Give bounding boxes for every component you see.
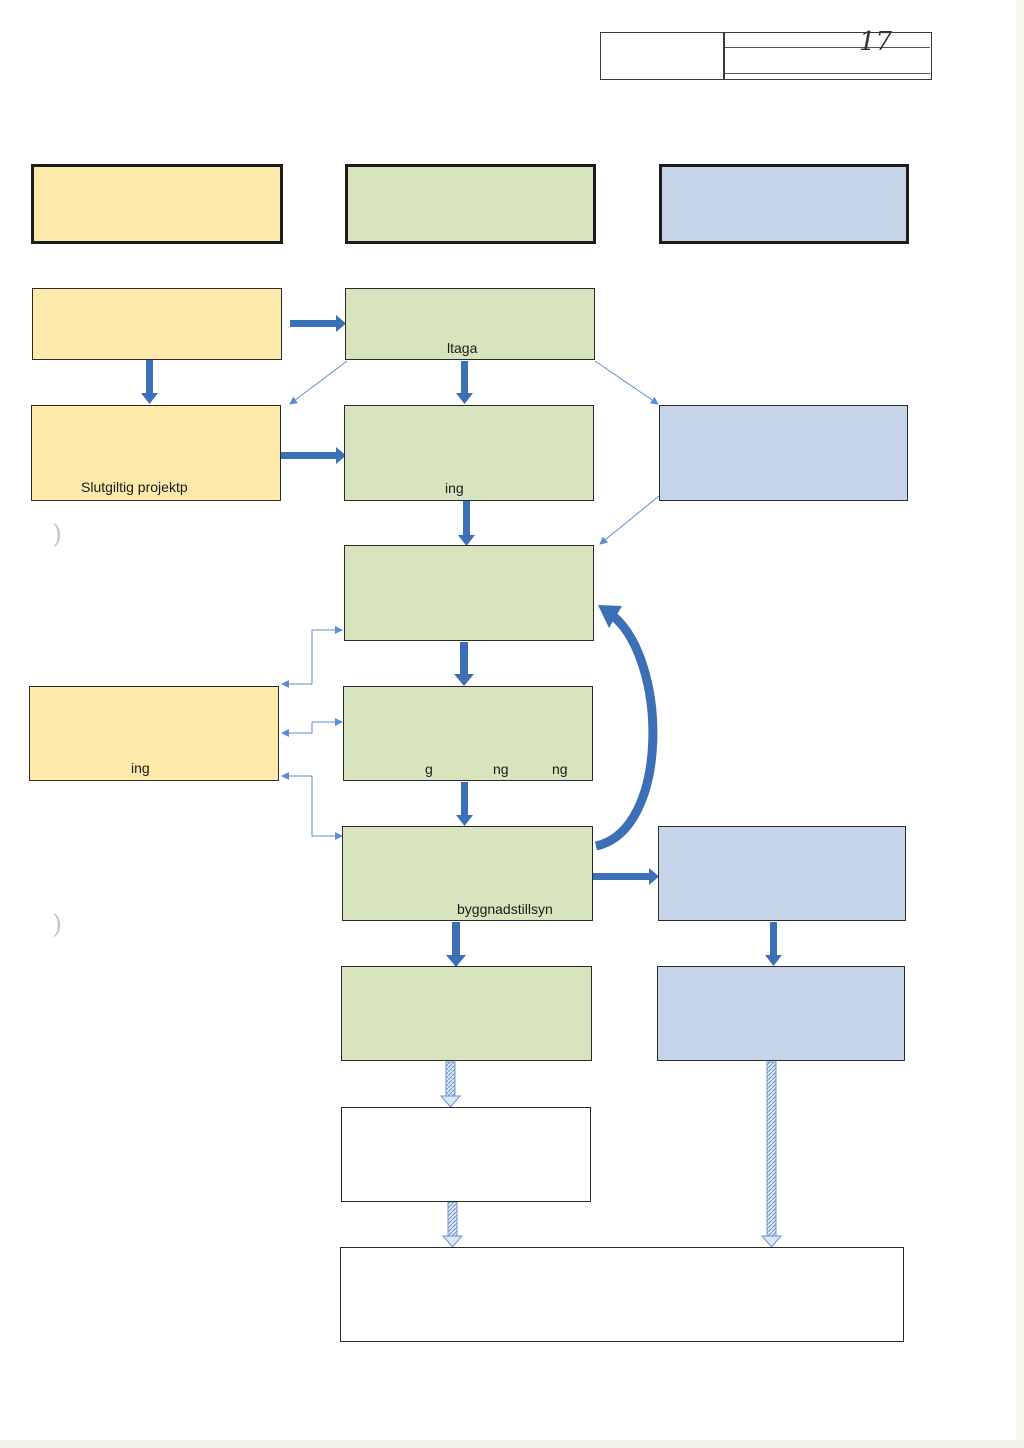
thick-arrow-green-3	[454, 642, 474, 686]
thin-arrow-diag-blue	[599, 495, 660, 545]
thick-arrow-row2	[290, 315, 346, 332]
header-box-orange	[31, 164, 283, 244]
thick-arrow-row6	[592, 868, 659, 885]
thick-arrow-orange-down	[141, 360, 158, 404]
thick-arrow-green-1	[456, 361, 473, 404]
hatched-arrow-white-to-bottom	[441, 1201, 464, 1248]
blue-box-row7	[657, 966, 905, 1061]
header-box-blue	[659, 164, 909, 244]
header-box-green	[345, 164, 596, 244]
thick-arrow-blue-down	[765, 922, 782, 966]
curved-return-arrow	[594, 605, 658, 851]
green-box-row2-label: ltaga	[447, 340, 478, 356]
orange-box-row3-label: Slutgiltig projektp	[81, 479, 188, 495]
thick-arrow-green-5	[446, 922, 466, 967]
margin-mark-1: )	[52, 520, 63, 550]
stamp-divider	[723, 33, 725, 79]
green-box-row5-label-2: ng	[493, 761, 509, 777]
hatched-arrow-green-to-white	[439, 1061, 462, 1108]
green-box-row3: ing	[344, 405, 594, 501]
thick-arrow-row3	[281, 447, 346, 464]
green-box-row3-label: ing	[445, 480, 464, 496]
thin-bracket-connectors	[281, 626, 343, 840]
orange-box-row2	[32, 288, 282, 360]
page-bottom-strip	[0, 1440, 1024, 1448]
page-edge-strip	[1016, 0, 1024, 1448]
orange-box-row5: ing	[29, 686, 279, 781]
document-stamp-box: 17	[600, 27, 932, 80]
green-box-row5-label-3: ng	[552, 761, 568, 777]
thick-arrow-green-2	[458, 501, 475, 546]
handwritten-number: 17	[859, 27, 893, 57]
bottom-wide-box	[340, 1247, 904, 1342]
green-box-row6: byggnadstillsyn	[342, 826, 593, 921]
thin-arrow-diag-left	[289, 360, 348, 405]
blue-box-row6	[658, 826, 906, 921]
thin-arrow-diag-right	[594, 360, 659, 405]
green-box-row2: ltaga	[345, 288, 595, 360]
stamp-line-bottom	[725, 73, 930, 74]
green-box-row5: g ng ng	[343, 686, 593, 781]
green-box-row5-label-1: g	[425, 761, 433, 777]
green-box-row6-label: byggnadstillsyn	[457, 901, 553, 917]
orange-box-row3: Slutgiltig projektp	[31, 405, 281, 501]
green-box-row4	[344, 545, 594, 641]
blue-box-row3	[659, 405, 908, 501]
thick-arrow-green-4	[456, 782, 473, 826]
green-box-row7	[341, 966, 592, 1061]
orange-box-row5-label: ing	[131, 760, 150, 776]
margin-mark-2: )	[52, 910, 63, 940]
white-box-row8	[341, 1107, 591, 1202]
stamp-line-top	[725, 47, 930, 48]
hatched-arrow-blue-to-bottom	[760, 1061, 783, 1248]
